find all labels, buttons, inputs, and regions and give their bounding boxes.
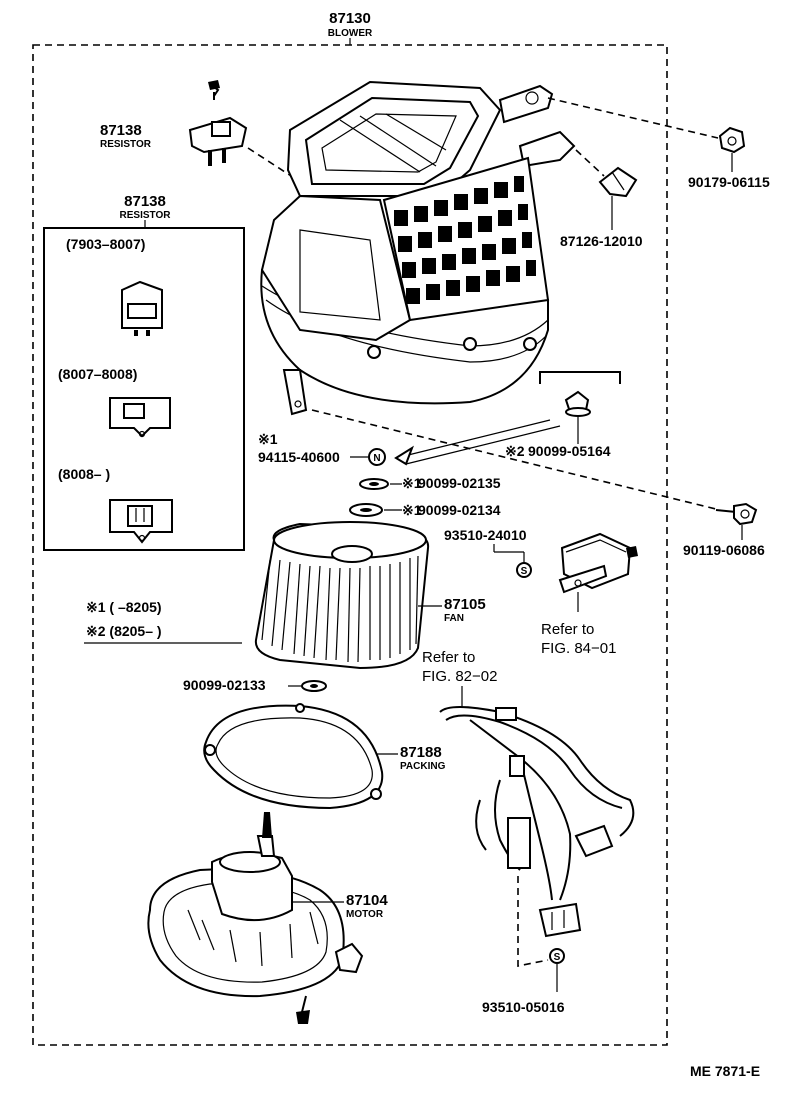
nut-icon bbox=[718, 126, 746, 154]
refer-84-line1: Refer to bbox=[541, 621, 594, 638]
resistor-box-label: RESISTOR bbox=[120, 210, 172, 221]
resistor-variant-2: (8007–8008) bbox=[58, 366, 137, 382]
part-93510-24010: 93510-24010 bbox=[444, 527, 527, 543]
part-90179-06115: 90179-06115 bbox=[688, 174, 770, 190]
nut-2-mark: ※2 bbox=[505, 443, 525, 459]
bolt-n-mark: ※1 bbox=[258, 431, 278, 447]
blower-assembly-boundary bbox=[32, 44, 668, 1046]
refer-84-line2: FIG. 84−01 bbox=[541, 640, 616, 657]
legend-row-2: ※2 (8205– ) bbox=[86, 623, 162, 639]
resistor-variant-2-icon bbox=[109, 397, 171, 438]
washer-1-mark: ※1 bbox=[402, 475, 422, 491]
resistor-top-icon bbox=[188, 80, 248, 166]
part-90099-02134: 90099-02134 bbox=[418, 502, 501, 518]
legend-row-1: ※1 ( –8205) bbox=[86, 599, 162, 615]
fan-label: FAN bbox=[444, 613, 464, 624]
resistor-variant-1-icon bbox=[121, 280, 163, 336]
blower-housing-icon bbox=[260, 80, 576, 416]
figure-code: ME 7871-E bbox=[690, 1063, 760, 1079]
part-93510-05016: 93510-05016 bbox=[482, 999, 565, 1015]
s-marker-2-icon: S bbox=[549, 948, 565, 964]
refer-82-line1: Refer to bbox=[422, 649, 475, 666]
fan-part-number: 87105 bbox=[444, 596, 486, 613]
wire-harness-icon bbox=[439, 706, 635, 938]
clip-icon bbox=[598, 166, 638, 198]
bolt-icon bbox=[715, 502, 758, 526]
part-87126-12010: 87126-12010 bbox=[560, 233, 643, 249]
part-94115-40600: 94115-40600 bbox=[258, 449, 340, 465]
resistor-box-part-number: 87138 bbox=[124, 193, 166, 210]
motor-screw-icon bbox=[296, 995, 310, 1024]
motor-label: MOTOR bbox=[346, 909, 384, 920]
s-marker-1-letter: S bbox=[521, 566, 528, 577]
blower-part-number: 87130 bbox=[329, 10, 371, 27]
blower-label: BLOWER bbox=[328, 28, 373, 39]
s-marker-2-letter: S bbox=[554, 952, 561, 963]
washer-fan-icon bbox=[301, 680, 327, 692]
packing-icon bbox=[203, 703, 384, 810]
resistor-variants-box bbox=[43, 227, 245, 551]
n-marker-letter: N bbox=[373, 453, 380, 464]
motor-icon bbox=[147, 812, 364, 998]
flange-nut-icon bbox=[564, 390, 591, 417]
n-marker-icon: N bbox=[368, 448, 386, 466]
blower-switch-icon bbox=[558, 532, 638, 594]
washer-2-mark: ※1 bbox=[402, 502, 422, 518]
resistor-top-label: RESISTOR bbox=[100, 139, 152, 150]
part-90099-02133: 90099-02133 bbox=[183, 677, 266, 693]
resistor-variant-3-icon bbox=[109, 499, 173, 544]
part-90119-06086: 90119-06086 bbox=[683, 542, 765, 558]
fan-icon bbox=[254, 521, 430, 670]
resistor-variant-3: (8008– ) bbox=[58, 466, 110, 482]
washer-1-icon bbox=[359, 478, 389, 490]
resistor-variant-1: (7903–8007) bbox=[66, 236, 145, 252]
resistor-top-part-number: 87138 bbox=[100, 122, 142, 139]
refer-82-line2: FIG. 82−02 bbox=[422, 668, 497, 685]
part-90099-02135: 90099-02135 bbox=[418, 475, 501, 491]
motor-part-number: 87104 bbox=[346, 892, 388, 909]
washer-2-icon bbox=[349, 503, 383, 517]
s-marker-icon: S bbox=[516, 562, 532, 578]
packing-label: PACKING bbox=[400, 761, 446, 772]
part-90099-05164: 90099-05164 bbox=[528, 443, 611, 459]
packing-part-number: 87188 bbox=[400, 744, 442, 761]
